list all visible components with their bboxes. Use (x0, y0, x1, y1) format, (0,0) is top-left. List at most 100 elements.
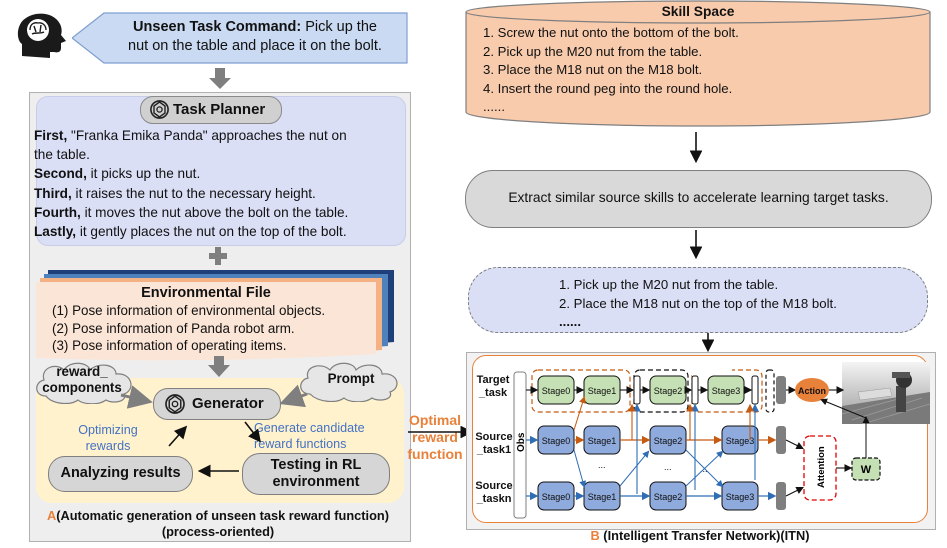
planner-step-4: Fourth, it moves the nut above the bolt … (34, 204, 349, 220)
target-stage-2: Stage2 (649, 375, 687, 405)
analyzing-results-label: Analyzing results (60, 465, 181, 481)
reward-components-label: reward_components (42, 364, 122, 395)
itn-network: Obs Stage0 Stage1 Stage2 Stage3 Action S… (513, 366, 881, 519)
down-arrow-icon (690, 132, 702, 164)
svg-text:Stage2: Stage2 (654, 386, 683, 396)
sourcen-stage-3: Stage3 (721, 481, 759, 511)
skill-space-title: Skill Space (661, 4, 735, 19)
planner-step-1: First, "Franka Emika Panda" approaches t… (34, 128, 347, 143)
plus-icon (209, 247, 227, 265)
sourcen-combine (776, 482, 786, 510)
env-title: Environmental File (141, 285, 271, 301)
planner-step-3: Third, it raises the nut to the necessar… (34, 185, 316, 201)
planner-step-1b: the table. (34, 147, 90, 163)
svg-text:Stage0: Stage0 (542, 386, 571, 396)
skill-space: Skill Space 1. Screw the nut onto the bo… (465, 0, 931, 130)
row-label-target: Target_task (476, 374, 510, 399)
task-planner-title: Task Planner (140, 96, 282, 124)
obs-bar (513, 371, 527, 519)
action-node (795, 378, 829, 402)
source1-stage-2: Stage2 (649, 425, 687, 455)
env-items: (1) Pose information of environmental ob… (52, 302, 325, 355)
reward-components-cloud: reward_components (32, 360, 140, 404)
ellipsis: ... (598, 460, 606, 470)
skill-item: 4. Insert the round peg into the round h… (483, 80, 733, 96)
target-steps-box: 1. Pick up the M20 nut from the table. 2… (468, 267, 928, 333)
env-file-stack: Environmental File (1) Pose information … (36, 266, 408, 362)
command-text-2: nut on the table and place it on the bol… (128, 38, 382, 54)
extract-label: Extract similar source skills to acceler… (508, 190, 889, 205)
svg-text:Stage3: Stage3 (712, 386, 741, 396)
svg-text:Stage0: Stage0 (542, 492, 571, 502)
target-gate (691, 375, 699, 405)
svg-text:Stage1: Stage1 (588, 386, 617, 396)
down-arrow-icon (690, 230, 702, 260)
generator-label: Generator (192, 395, 264, 412)
openai-icon (149, 99, 170, 120)
svg-text:Stage0: Stage0 (542, 436, 571, 446)
target-stage-0: Stage0 (537, 375, 575, 405)
caption-a: A(Automatic generation of unseen task re… (46, 508, 389, 539)
skill-item: 1. Screw the nut onto the bottom of the … (483, 25, 739, 40)
target-step: 2. Place the M18 nut on the top of the M… (559, 295, 837, 311)
caption-b: B (Intelligent Transfer Network)(ITN) (590, 528, 810, 543)
attention-label: Attention (816, 446, 827, 488)
source1-stage-0: Stage0 (537, 425, 575, 455)
ellipsis: ... (664, 462, 672, 472)
svg-text:Stage2: Stage2 (654, 436, 683, 446)
target-gate (751, 375, 759, 405)
sourcen-stage-2: Stage2 (649, 481, 687, 511)
command-text-1: Pick up the (301, 19, 377, 35)
target-gate (633, 375, 641, 405)
openai-icon (164, 393, 186, 415)
prompt-cloud: Prompt (296, 360, 406, 402)
obs-label: Obs (516, 432, 527, 452)
planner-step-5: Lastly, it gently places the nut on the … (34, 224, 347, 240)
svg-text:Stage3: Stage3 (726, 492, 755, 502)
extract-box: Extract similar source skills to acceler… (465, 170, 932, 228)
target-group (692, 366, 732, 376)
source1-stage-3: Stage3 (721, 425, 759, 455)
analyzing-results-box: Analyzing results (48, 456, 193, 492)
env-item-2: (2) Pose information of Panda robot arm. (52, 320, 295, 336)
w-label: W (861, 464, 872, 476)
skill-item: 2. Pick up the M20 nut from the table. (483, 43, 703, 59)
planner-steps: First, "Franka Emika Panda" approaches t… (34, 126, 406, 241)
generator-arrows (120, 384, 308, 478)
command-label: Unseen Task Command: (133, 19, 302, 35)
sourcen-stage-1: Stage1 (583, 481, 621, 511)
down-arrow-icon (702, 333, 714, 353)
target-steps-list: 1. Pick up the M20 nut from the table. 2… (559, 276, 837, 332)
row-label-source1: Source_task1 (475, 431, 513, 456)
source1-combine (776, 426, 786, 454)
env-item-3: (3) Pose information of operating items. (52, 338, 287, 353)
down-arrow-icon (209, 68, 231, 90)
source1-stage-1: Stage1 (583, 425, 621, 455)
generator-box: Generator (153, 388, 281, 420)
planner-step-2: Second, it picks up the nut. (34, 166, 201, 182)
brain-head-icon (14, 10, 70, 60)
skill-item: 3. Place the M18 nut on the M18 bolt. (483, 62, 703, 78)
unseen-task-command: Unseen Task Command: Pick up the nut on … (72, 12, 408, 64)
svg-text:Stage2: Stage2 (654, 492, 683, 502)
svg-text:Stage1: Stage1 (588, 492, 617, 502)
down-arrow-icon (208, 356, 230, 378)
skill-list: 1. Screw the nut onto the bottom of the … (483, 24, 739, 117)
prompt-label: Prompt (327, 371, 375, 386)
action-label: Action (798, 386, 826, 396)
svg-text:Stage1: Stage1 (588, 436, 617, 446)
task-planner-label: Task Planner (173, 101, 266, 118)
target-stage-3: Stage3 (707, 375, 745, 405)
env-item-1: (1) Pose information of environmental ob… (52, 303, 326, 318)
target-step: ...... (559, 314, 581, 330)
target-combine (776, 376, 786, 404)
attention-box (803, 435, 837, 501)
svg-text:Stage3: Stage3 (726, 436, 755, 446)
target-group (765, 369, 775, 413)
target-step: 1. Pick up the M20 nut from the table. (559, 277, 779, 292)
row-label-sourcen: Source_taskn (475, 480, 513, 505)
target-stage-1: Stage1 (583, 375, 621, 405)
